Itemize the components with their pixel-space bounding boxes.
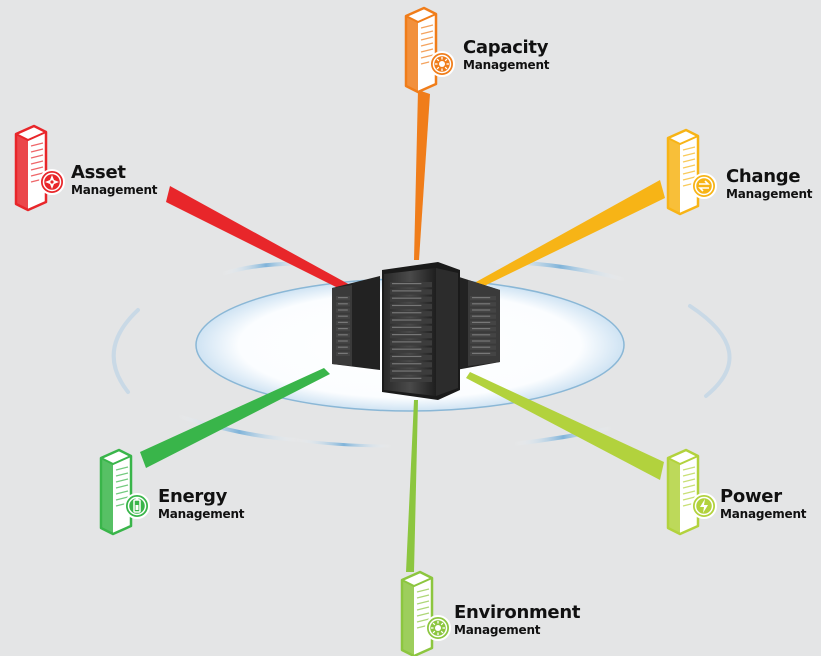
server-slot-vent — [392, 283, 422, 285]
server-slot — [390, 340, 432, 346]
server-slot — [390, 311, 432, 317]
orbit-arc-bottom-right — [512, 426, 614, 446]
server-slot-vent — [392, 363, 422, 365]
server-slot — [390, 376, 432, 382]
node-title: Asset — [71, 162, 126, 183]
server-slot — [390, 303, 432, 310]
server-slot-vent — [338, 297, 348, 299]
server-slot — [390, 362, 432, 368]
server-slot-vent — [472, 309, 491, 311]
node-title: Capacity — [463, 37, 549, 58]
capacity-dial-icon — [404, 6, 455, 94]
server-slot-vent — [392, 341, 422, 343]
server-slot — [390, 354, 432, 361]
server-slot-vent — [338, 340, 348, 342]
server-slot-vent — [392, 319, 422, 321]
orbit-arc-left — [111, 308, 140, 394]
node-subtitle: Management — [726, 187, 813, 201]
server-rack-right — [456, 276, 500, 370]
node-title: Energy — [158, 486, 228, 507]
server-slot-vent — [472, 346, 491, 348]
server-slot-vent — [392, 334, 422, 336]
center-servers — [332, 262, 500, 400]
beam-environment — [406, 400, 418, 572]
server-slot-vent — [392, 312, 422, 314]
server-slot-vent — [338, 321, 348, 323]
server-slot-vent — [392, 304, 422, 307]
node-title: Change — [726, 166, 801, 187]
server-slot — [390, 325, 432, 331]
server-slot-vent — [472, 321, 491, 323]
server-slot-vent — [472, 340, 491, 342]
server-slot-vent — [392, 355, 422, 358]
server-rack-center — [382, 262, 460, 400]
server-slot-vent — [472, 303, 491, 305]
server-slot-vent — [338, 315, 348, 317]
server-slot-vent — [338, 334, 348, 336]
server-slot — [390, 289, 432, 295]
node-energy-label: Energy Management — [158, 486, 245, 521]
server-slot-vent — [392, 370, 422, 372]
server-rack-left — [332, 276, 380, 370]
power-bolt-icon — [666, 448, 717, 536]
beam-capacity — [414, 90, 430, 260]
server-slot — [390, 296, 432, 302]
orbit-arc-bottom-left — [176, 414, 302, 442]
node-power-label: Power Management — [720, 486, 807, 521]
server-slot-vent — [392, 326, 422, 328]
server-slot — [390, 347, 432, 353]
server-slot-vent — [338, 303, 348, 305]
server-slot-vent — [338, 328, 348, 330]
node-subtitle: Management — [454, 623, 541, 637]
beam-energy — [140, 368, 330, 468]
orbit-arcs — [111, 260, 732, 448]
node-subtitle: Management — [720, 507, 807, 521]
server-slot-vent — [392, 297, 422, 299]
beam-change — [476, 180, 665, 288]
server-slot-vent — [392, 377, 422, 379]
node-title: Environment — [454, 602, 581, 623]
server-slot-vent — [392, 290, 422, 292]
node-title: Power — [720, 486, 782, 507]
server-slot-vent — [392, 348, 422, 350]
beam-asset — [166, 186, 352, 292]
node-change-label: Change Management — [726, 166, 813, 201]
server-slot-vent — [472, 297, 491, 299]
server-slot — [390, 333, 432, 339]
server-slot-vent — [472, 352, 491, 354]
server-slot — [390, 369, 432, 375]
server-slot-vent — [338, 309, 348, 311]
server-slot-vent — [338, 346, 348, 348]
orbit-arc-top-right — [492, 260, 628, 282]
beam-power — [466, 372, 664, 480]
node-subtitle: Management — [71, 183, 158, 197]
node-environment-label: Environment Management — [454, 602, 581, 637]
node-subtitle: Management — [463, 58, 550, 72]
server-slot — [390, 318, 432, 324]
connector-beams — [140, 90, 665, 572]
node-asset-label: Asset Management — [71, 162, 158, 197]
server-slot-vent — [472, 315, 491, 317]
environment-sun-icon — [400, 570, 451, 656]
asset-target-icon — [14, 124, 65, 212]
server-slot-vent — [472, 328, 491, 330]
server-slot-vent — [472, 334, 491, 336]
change-arrows-icon — [666, 128, 717, 216]
orbit-arc-bottom-left-2 — [294, 438, 394, 448]
server-slot-vent — [338, 352, 348, 354]
server-slot — [390, 282, 432, 288]
node-capacity-label: Capacity Management — [463, 37, 550, 72]
node-subtitle: Management — [158, 507, 245, 521]
orbit-arc-right — [688, 304, 732, 398]
energy-battery-icon — [99, 448, 150, 536]
